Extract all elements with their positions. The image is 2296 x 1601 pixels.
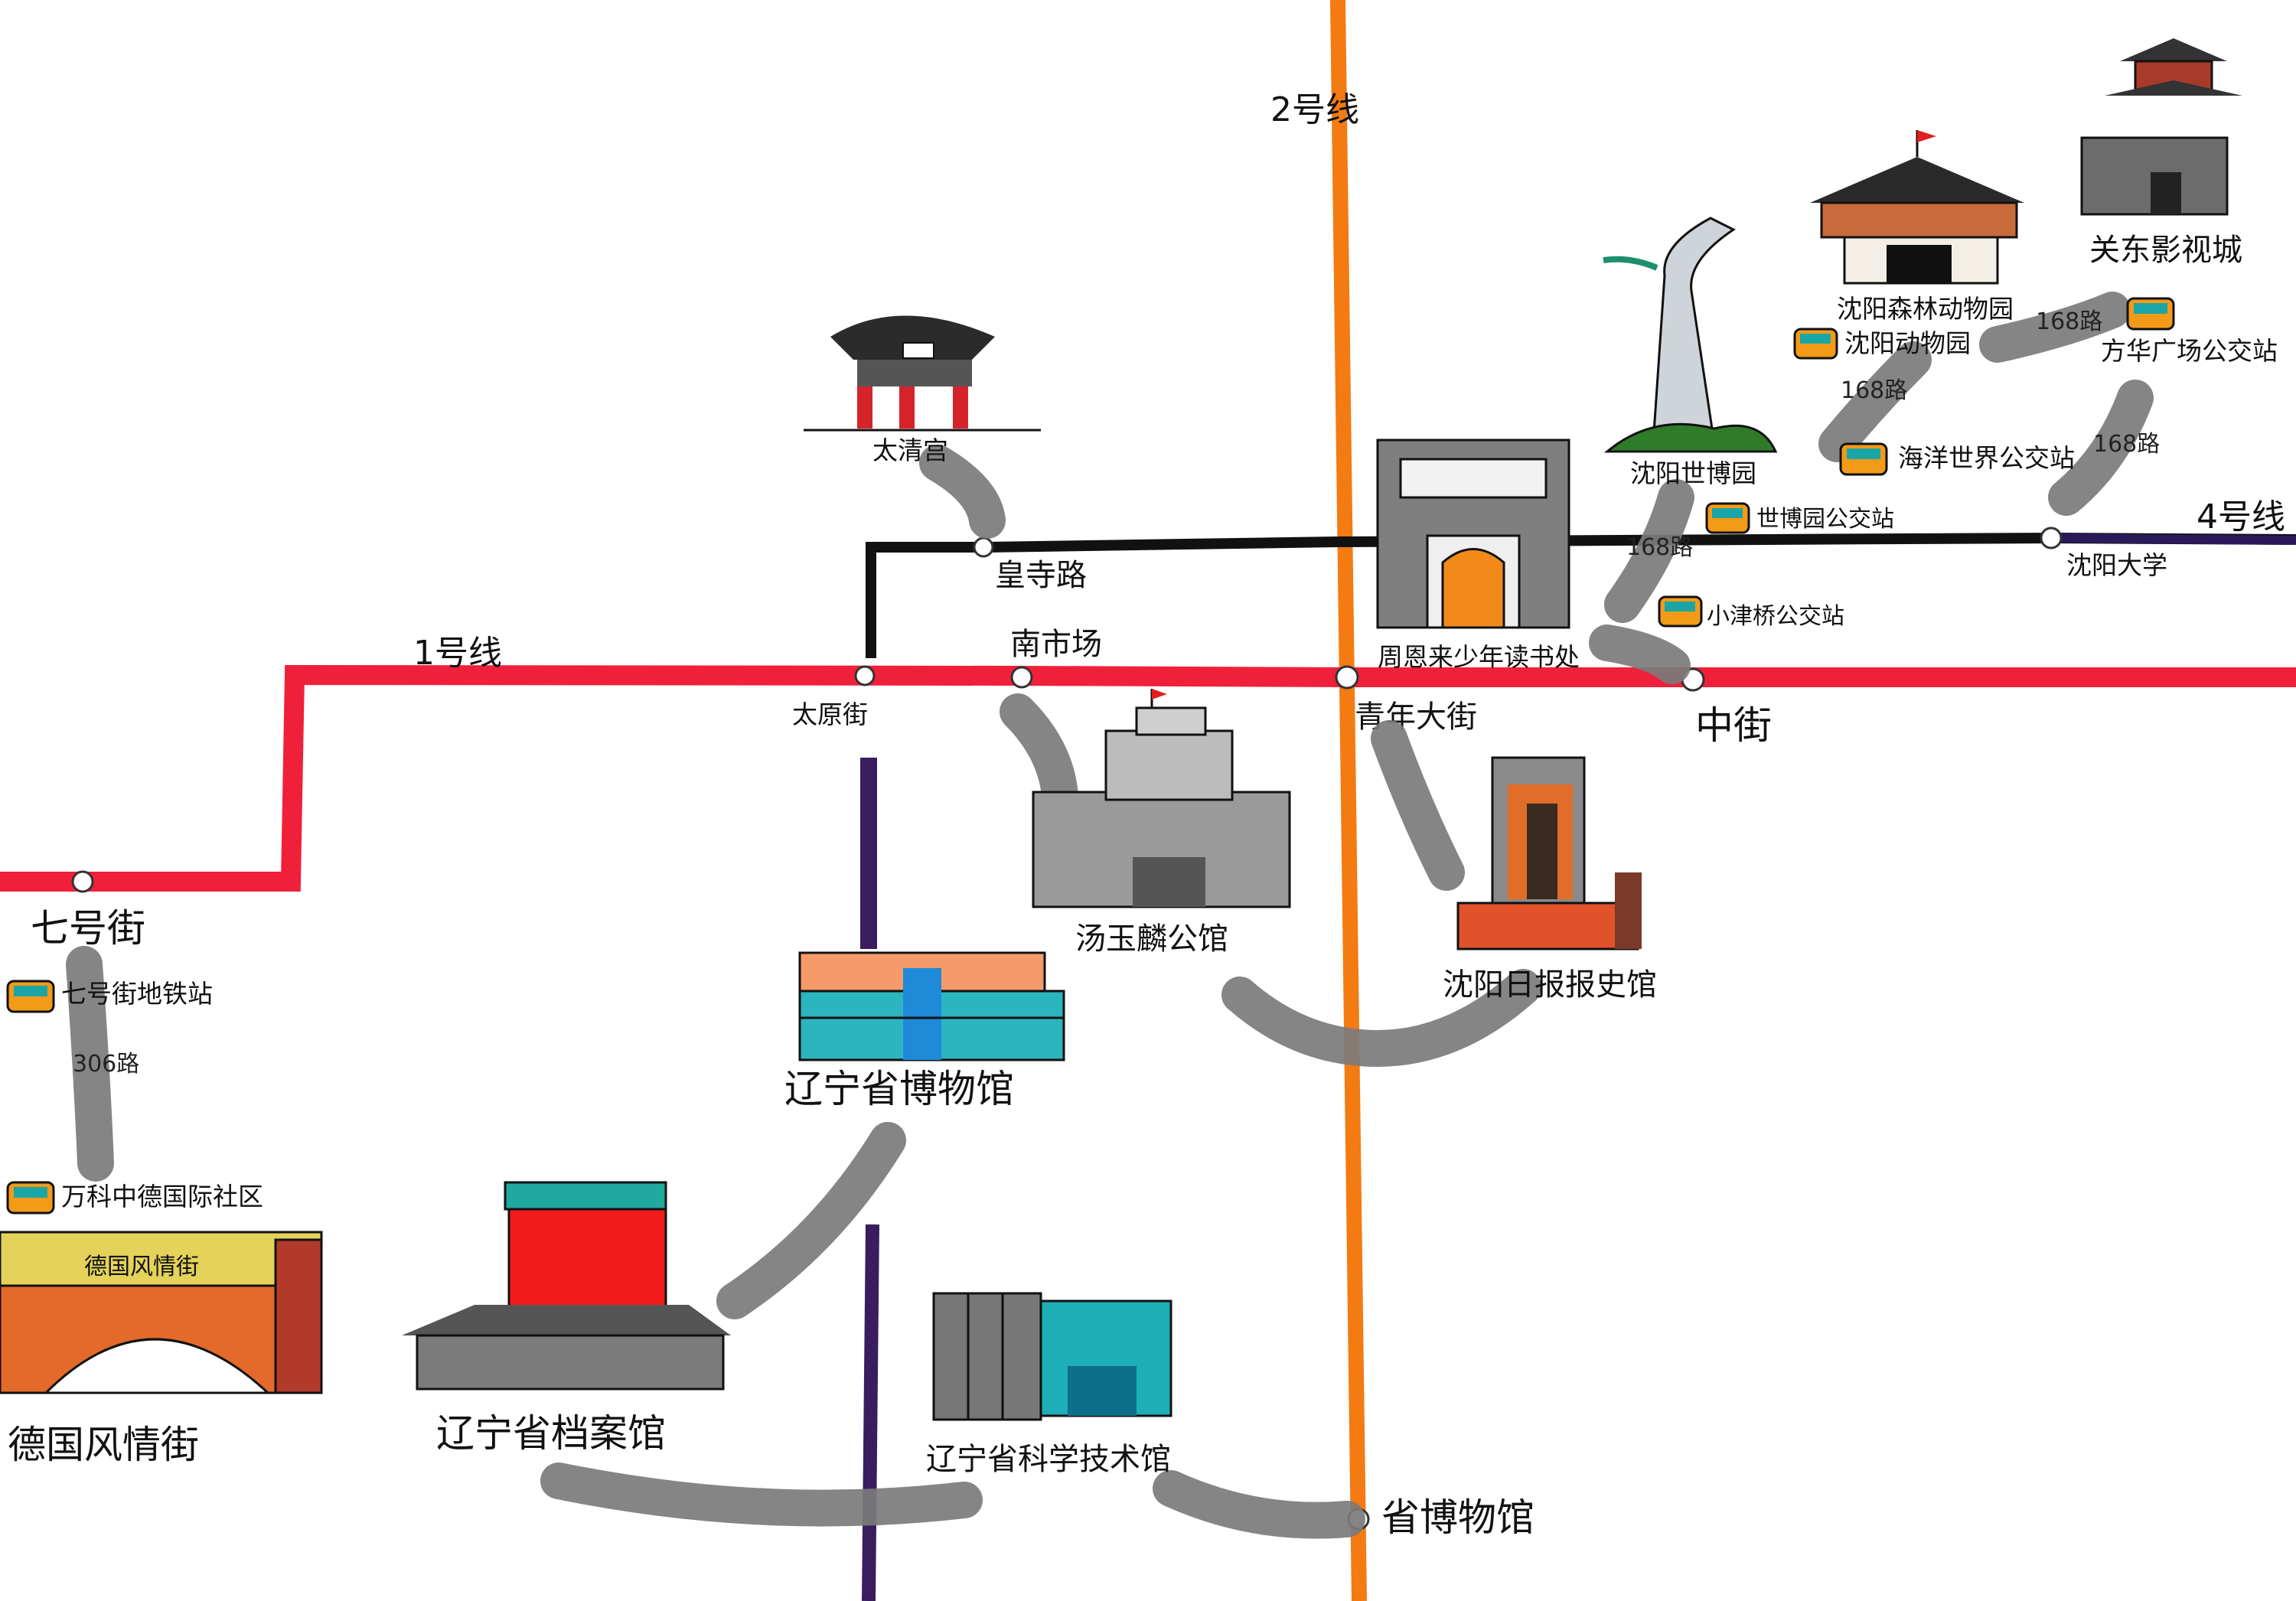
station-qingnian-label: 青年大街 xyxy=(1355,699,1477,735)
line2-track xyxy=(1330,0,1367,1601)
taiqing-gate-illustration xyxy=(804,315,1041,432)
station-nanshichang-marker[interactable] xyxy=(1010,666,1033,689)
station-taiyuan-marker[interactable] xyxy=(854,665,876,686)
bus-stop-dongwuyuan-label: 沈阳动物园 xyxy=(1844,328,1971,358)
zhanggong-building-illustration xyxy=(1032,689,1291,908)
bus-stop-haiyang-label: 海洋世界公交站 xyxy=(1898,443,2075,473)
station-huangsi-label: 皇寺路 xyxy=(995,558,1087,593)
purple-line-track-south xyxy=(862,1224,879,1601)
zhoubao-label: 沈阳日报报史馆 xyxy=(1443,967,1657,1003)
bus-stop-xiaojin-label: 小津桥公交站 xyxy=(1707,603,1844,630)
bus-band-168b xyxy=(1818,341,1932,462)
station-zhongjie-label: 中街 xyxy=(1695,703,1772,748)
bingbin-label: 辽宁省档案馆 xyxy=(436,1411,666,1456)
route-168b-label: 168路 xyxy=(1841,377,1907,404)
liaobo-label: 辽宁省博物馆 xyxy=(784,1067,1014,1111)
station-qingnian-marker[interactable] xyxy=(1335,665,1359,690)
bus-band-168d xyxy=(2048,380,2154,516)
kejiguan-building-illustration xyxy=(932,1292,1172,1421)
walk-band-south xyxy=(540,1462,983,1527)
route-306-label: 306路 xyxy=(73,1051,139,1078)
kejiguan-label: 辽宁省科学技术馆 xyxy=(926,1442,1171,1477)
bus-icon-qihao xyxy=(6,980,55,1013)
walk-band-kejiguan xyxy=(1153,1470,1365,1539)
bus-icon-dongwuyuan xyxy=(1793,328,1838,360)
taiqing-label: 太清宫 xyxy=(872,435,948,465)
bus-stop-fanghua-label: 方华广场公交站 xyxy=(2101,336,2278,366)
dongwuyuan-label: 沈阳森林动物园 xyxy=(1837,294,2014,324)
shibo-label: 沈阳世博园 xyxy=(1630,458,1756,488)
bus-icon-fanghua xyxy=(2126,297,2175,331)
route-168d-label: 168路 xyxy=(2093,431,2160,458)
bus-icon-xiaojin xyxy=(1658,595,1703,628)
bus-stop-wanke-label: 万科中德国际社区 xyxy=(61,1182,263,1211)
yingshicheng-label: 关东影视城 xyxy=(2089,233,2242,268)
line1-label: 1号线 xyxy=(413,634,502,673)
walk-band-liaobo xyxy=(716,1122,906,1319)
bus-stop-shibo-label: 世博园公交站 xyxy=(1756,506,1894,533)
walk-band-qingnian xyxy=(1371,720,1465,891)
liaobo-building-illustration xyxy=(798,951,1065,1061)
walk-band-shaoniang xyxy=(1589,624,1691,684)
route-168a-label: 168路 xyxy=(1626,534,1693,561)
yingshicheng-tower-illustration xyxy=(2080,38,2242,216)
bus-band-168c xyxy=(1979,292,2131,363)
bingbin-building-illustration xyxy=(402,1181,731,1391)
walk-band-zhangpark xyxy=(1221,969,1541,1068)
bus-band-306 xyxy=(66,946,114,1182)
shibo-tower-illustration xyxy=(1603,217,1778,453)
line4-track-east xyxy=(2050,533,2296,545)
shaoniang-label: 周恩来少年读书处 xyxy=(1378,642,1580,672)
bus-icon-wanke xyxy=(6,1181,55,1215)
walk-band-nanshichang xyxy=(1000,693,1078,814)
bus-icon-haiyang xyxy=(1839,442,1888,476)
station-shenyangdaxue-label: 沈阳大学 xyxy=(2066,550,2167,580)
station-huangsi-marker[interactable] xyxy=(973,536,994,558)
walk-band-taiqing xyxy=(919,445,1006,539)
zhanggong-label: 汤玉麟公馆 xyxy=(1075,921,1228,957)
dongwuyuan-building-illustration xyxy=(1810,130,2024,285)
line4-label: 4号线 xyxy=(2197,497,2285,536)
bus-band-168a xyxy=(1604,479,1694,623)
line2-label: 2号线 xyxy=(1270,90,1359,129)
station-qihao-marker[interactable] xyxy=(71,870,94,893)
shaoniang-building-illustration xyxy=(1376,439,1570,629)
station-shenyangdaxue-marker[interactable] xyxy=(2040,527,2063,549)
zhoubao-building-illustration xyxy=(1456,756,1642,950)
station-shengbowuguan-label: 省博物馆 xyxy=(1381,1495,1534,1540)
bus-icon-shibo xyxy=(1705,502,1750,534)
deguo-arch-sign: 德国风情街 xyxy=(84,1254,199,1280)
route-168c-label: 168路 xyxy=(2036,308,2102,335)
bus-stop-qihao-label: 七号街地铁站 xyxy=(61,979,213,1009)
deguo-arch-illustration xyxy=(0,1231,323,1394)
station-taiyuan-label: 太原街 xyxy=(792,699,868,729)
station-nanshichang-label: 南市场 xyxy=(1010,627,1102,662)
station-qihao-label: 七号街 xyxy=(31,906,145,950)
deguo-label: 德国风情街 xyxy=(8,1423,199,1467)
